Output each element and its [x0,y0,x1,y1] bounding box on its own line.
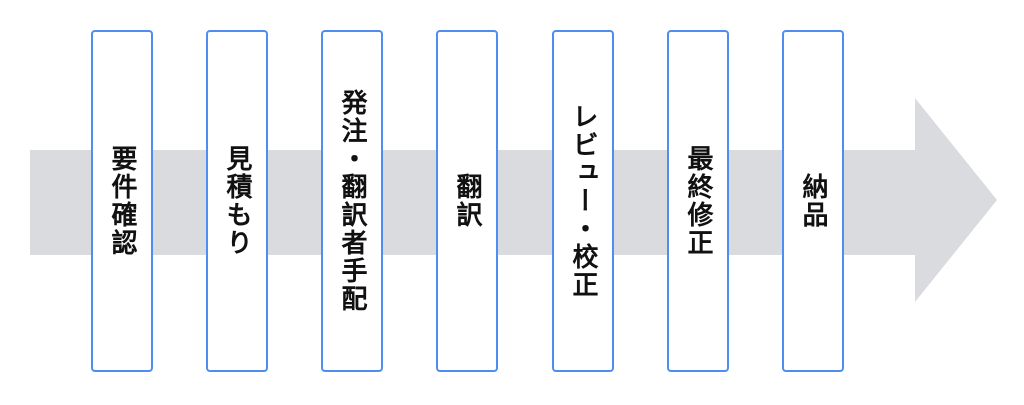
step-label-delivery: 納品 [798,173,828,229]
step-box-delivery: 納品 [782,30,844,372]
step-box-requirements: 要件確認 [91,30,153,372]
step-box-translation: 翻訳 [436,30,498,372]
step-box-review: レビュー・校正 [552,30,614,372]
step-box-final-fix: 最終修正 [667,30,729,372]
step-box-estimate: 見積もり [206,30,268,372]
process-arrow-shape [30,98,997,302]
step-label-translation: 翻訳 [452,173,482,229]
step-box-order-assign: 発注・翻訳者手配 [321,30,383,372]
step-label-requirements: 要件確認 [107,145,137,257]
step-label-review: レビュー・校正 [568,103,598,299]
step-label-estimate: 見積もり [222,145,252,257]
step-label-final-fix: 最終修正 [683,145,713,257]
step-label-order-assign: 発注・翻訳者手配 [337,89,367,313]
